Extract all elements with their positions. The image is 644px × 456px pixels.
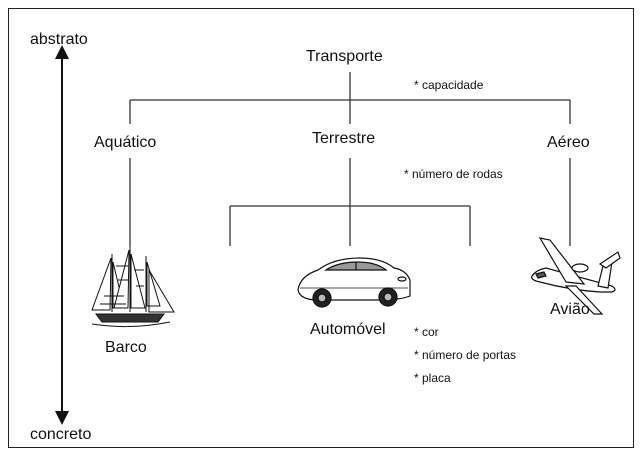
- diagram-frame: [8, 8, 634, 448]
- axis-label-concreto: concreto: [30, 426, 92, 443]
- attribute-placa: * placa: [414, 371, 451, 385]
- car-icon: [297, 257, 411, 308]
- node-barco: Barco: [105, 339, 147, 356]
- attribute-capacidade: * capacidade: [414, 78, 484, 92]
- node-transporte: Transporte: [306, 48, 383, 65]
- tree-connectors: [129, 72, 571, 246]
- node-aereo: Aéreo: [547, 134, 590, 151]
- node-terrestre: Terrestre: [312, 130, 376, 147]
- airplane-icon: [531, 237, 621, 315]
- attribute-numero-de-rodas: * número de rodas: [404, 167, 503, 181]
- node-aviao: Avião: [550, 301, 590, 318]
- sailboat-icon: [91, 246, 175, 328]
- node-automovel: Automóvel: [310, 321, 386, 338]
- axis-label-abstrato: abstrato: [30, 31, 88, 48]
- node-aquatico: Aquático: [94, 134, 157, 151]
- attribute-cor: * cor: [414, 325, 439, 339]
- attribute-numero-de-portas: * número de portas: [414, 348, 517, 362]
